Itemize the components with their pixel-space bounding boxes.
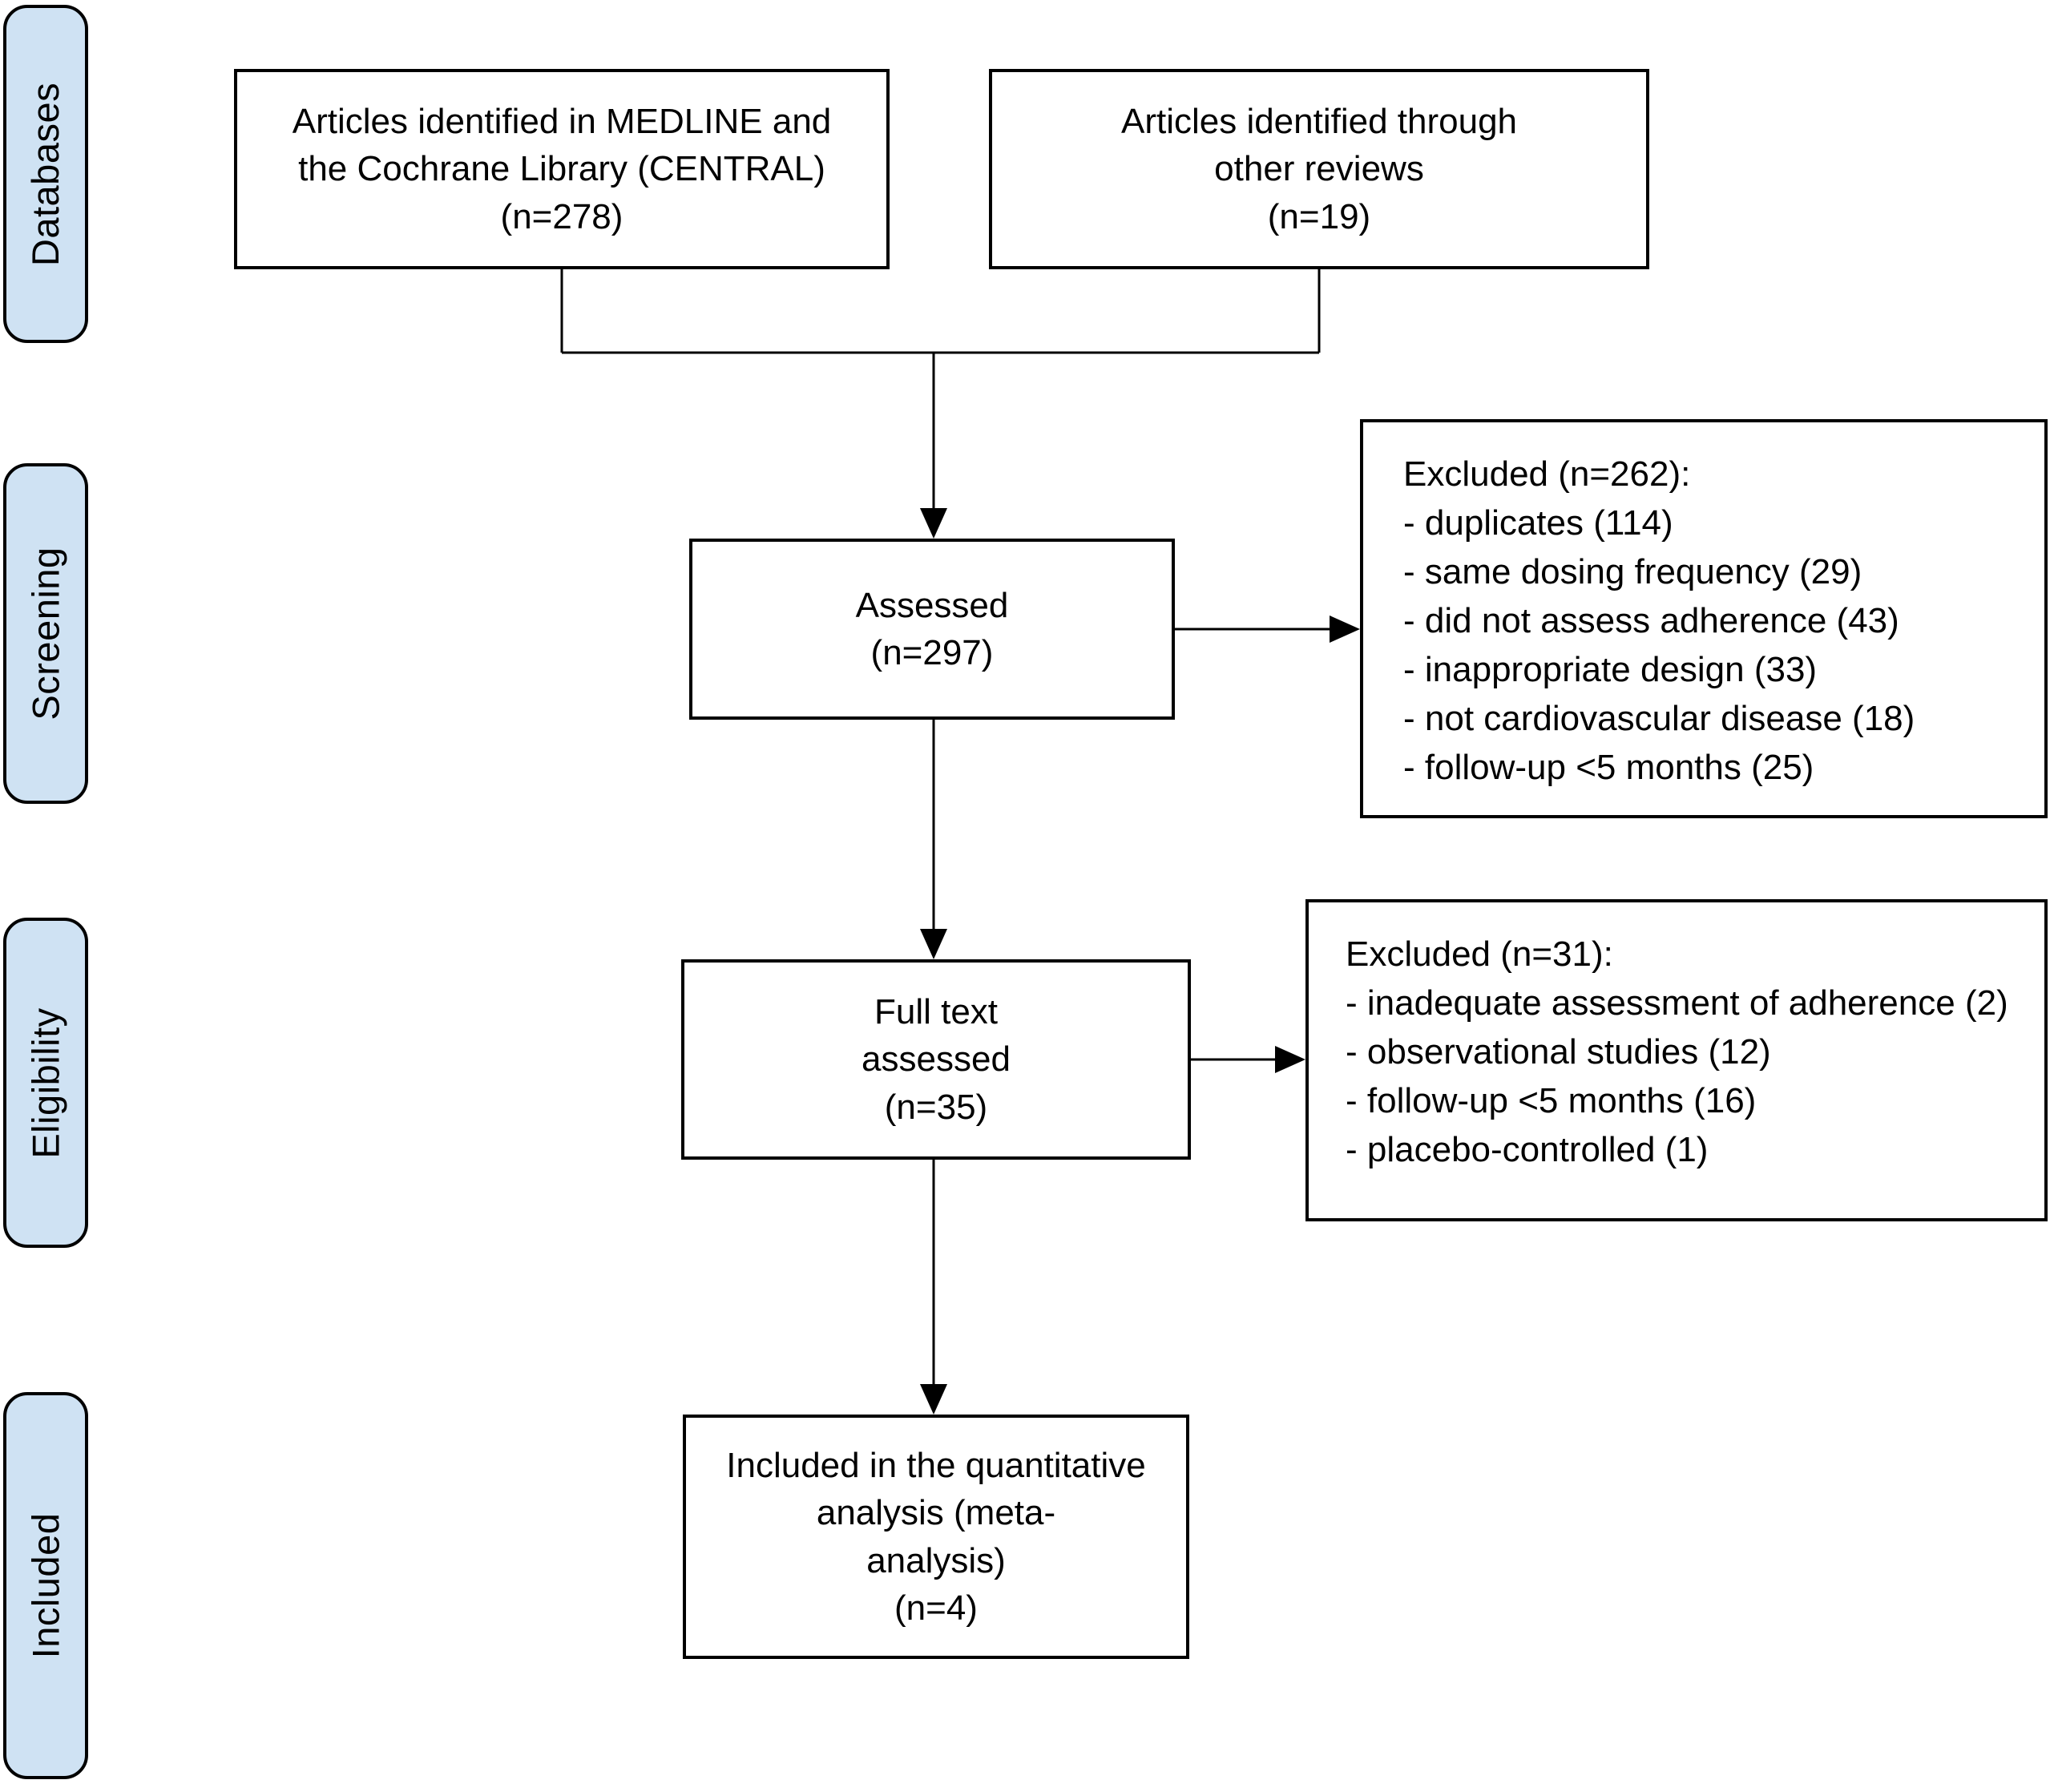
- excluded-eligibility-item: - follow-up <5 months (16): [1346, 1081, 1757, 1120]
- box-articles-other-reviews-count: (n=19): [1267, 196, 1371, 236]
- box-full-text-line: assessed: [862, 1039, 1011, 1080]
- box-included-quantitative: Included in the quantitative analysis (m…: [683, 1415, 1189, 1659]
- box-excluded-screening: Excluded (n=262): - duplicates (114) - s…: [1360, 419, 2048, 818]
- stage-databases: Databases: [3, 5, 88, 343]
- box-articles-other-reviews-line: other reviews: [1214, 149, 1424, 189]
- box-included-line: Included in the quantitative: [726, 1445, 1146, 1485]
- box-assessed: Assessed (n=297): [689, 539, 1175, 720]
- stage-screening: Screening: [3, 463, 88, 804]
- stage-eligibility: Eligibility: [3, 918, 88, 1248]
- excluded-screening-item: - inappropriate design (33): [1403, 650, 1818, 689]
- excluded-screening-item: - not cardiovascular disease (18): [1403, 699, 1915, 738]
- excluded-screening-item: - same dosing frequency (29): [1403, 552, 1862, 591]
- arrowhead-down-full-text-icon: [920, 929, 947, 959]
- box-articles-medline-line: Articles identified in MEDLINE and: [292, 101, 832, 141]
- box-full-text-count: (n=35): [884, 1087, 988, 1127]
- stage-screening-label: Screening: [24, 547, 67, 720]
- box-articles-medline-line: the Cochrane Library (CENTRAL): [298, 149, 825, 189]
- stage-eligibility-label: Eligibility: [24, 1007, 67, 1159]
- box-articles-medline: Articles identified in MEDLINE and the C…: [234, 69, 890, 269]
- excluded-eligibility-item: - placebo-controlled (1): [1346, 1130, 1709, 1169]
- arrowhead-right-excluded-eligibility-icon: [1275, 1046, 1305, 1073]
- box-articles-other-reviews: Articles identified through other review…: [989, 69, 1649, 269]
- excluded-screening-item: - follow-up <5 months (25): [1403, 748, 1814, 787]
- excluded-screening-item: - did not assess adherence (43): [1403, 601, 1899, 640]
- excluded-screening-item: - duplicates (114): [1403, 503, 1673, 543]
- box-excluded-eligibility-title: Excluded (n=31):: [1346, 934, 1613, 974]
- box-full-text-line: Full text: [874, 991, 999, 1031]
- excluded-eligibility-item: - inadequate assessment of adherence (2): [1346, 983, 2008, 1023]
- excluded-eligibility-item: - observational studies (12): [1346, 1032, 1771, 1072]
- box-included-line: analysis): [866, 1540, 1006, 1580]
- box-assessed-line: Assessed: [855, 585, 1009, 625]
- box-included-line: analysis (meta-: [816, 1493, 1056, 1533]
- arrowhead-down-assessed-icon: [920, 508, 947, 539]
- box-assessed-count: (n=297): [870, 633, 994, 672]
- stage-included: Included: [3, 1392, 88, 1779]
- stage-databases-label: Databases: [24, 82, 67, 266]
- box-excluded-screening-title: Excluded (n=262):: [1403, 454, 1691, 494]
- box-excluded-eligibility: Excluded (n=31): - inadequate assessment…: [1305, 899, 2048, 1221]
- arrowhead-down-included-icon: [920, 1384, 947, 1415]
- box-full-text-assessed: Full text assessed (n=35): [681, 959, 1191, 1160]
- arrowhead-right-excluded-screening-icon: [1330, 615, 1360, 643]
- stage-included-label: Included: [24, 1512, 67, 1659]
- box-articles-medline-count: (n=278): [500, 196, 623, 236]
- box-included-count: (n=4): [894, 1588, 978, 1628]
- box-articles-other-reviews-line: Articles identified through: [1120, 101, 1518, 141]
